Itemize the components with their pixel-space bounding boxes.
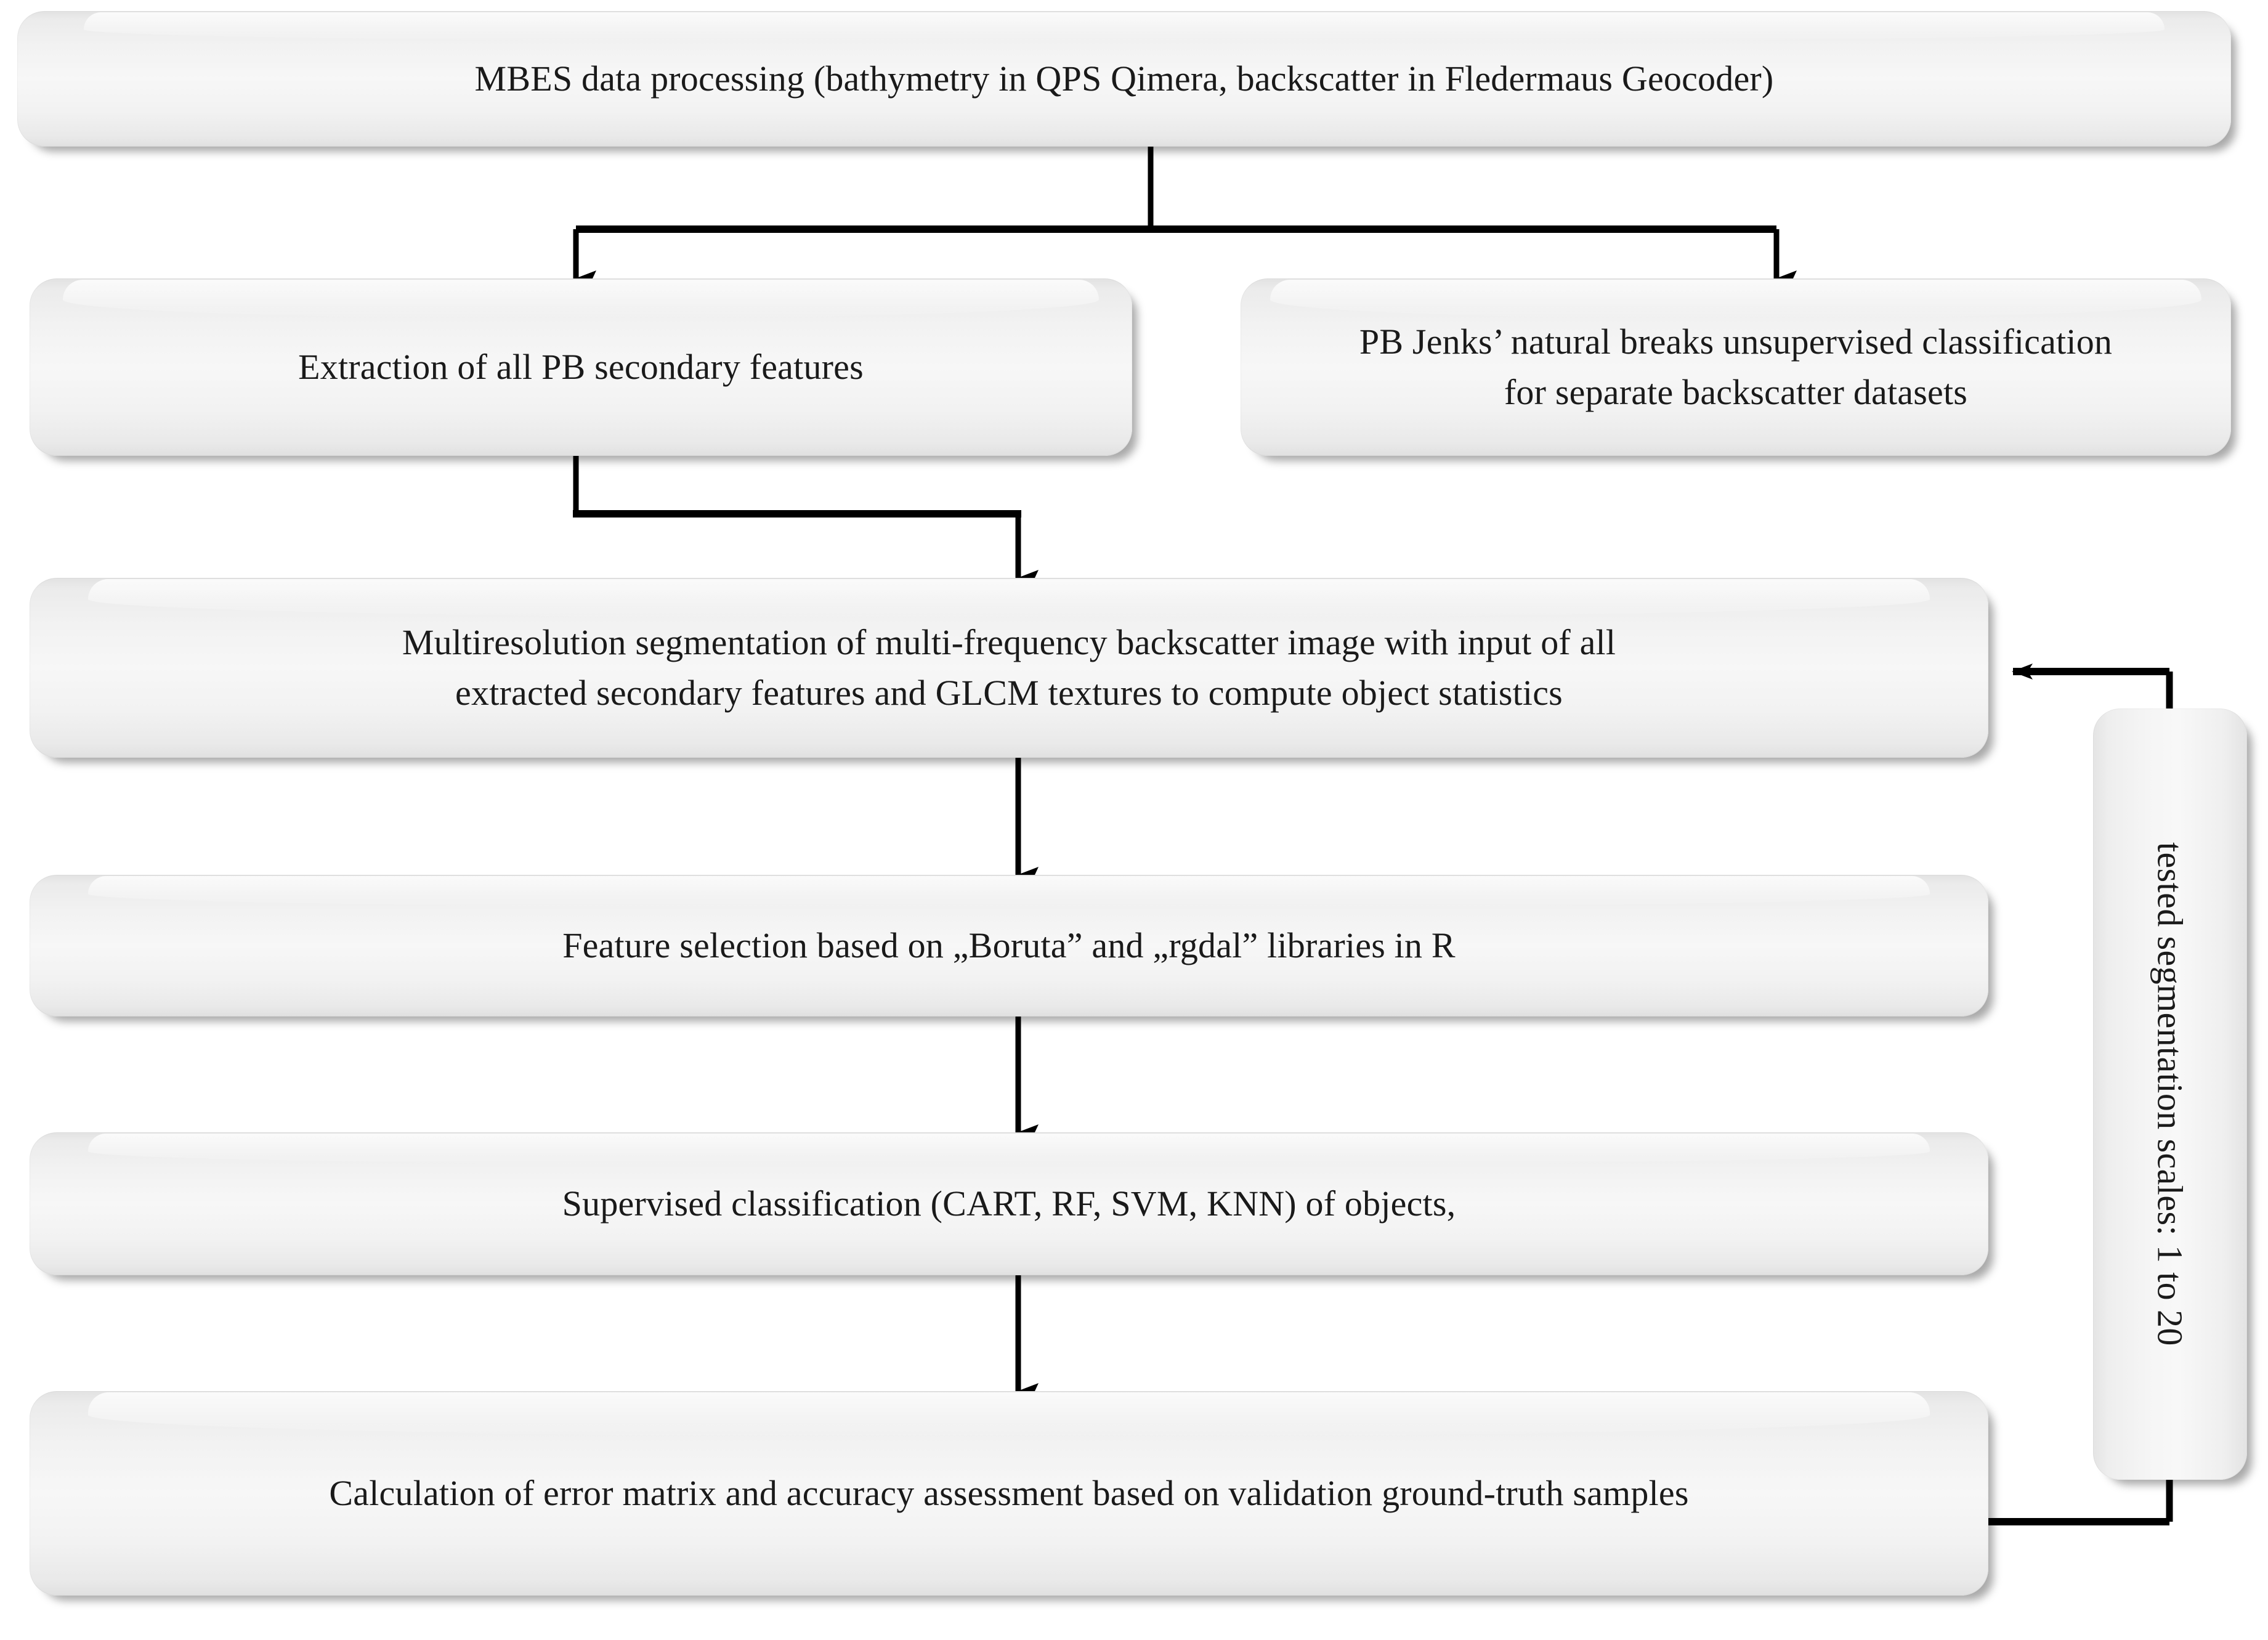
edge-scales-segment: [2012, 664, 2173, 708]
node-supervised-classification[interactable]: Supervised classification (CART, RF, SVM…: [30, 1132, 1988, 1275]
node-label: Supervised classification (CART, RF, SVM…: [562, 1183, 1456, 1224]
node-label: PB Jenks’ natural breaks unsupervised cl…: [1359, 321, 2113, 412]
node-feature-selection[interactable]: Feature selection based on „Boruta” and …: [30, 875, 1988, 1017]
node-extraction-pb-features[interactable]: Extraction of all PB secondary features: [30, 278, 1132, 456]
node-label: Extraction of all PB secondary features: [298, 346, 864, 387]
node-label: Calculation of error matrix and accuracy…: [329, 1472, 1689, 1513]
edge-extract-segment: [573, 456, 1039, 586]
node-tested-scales[interactable]: tested segmentation scales: 1 to 20: [2093, 708, 2247, 1480]
node-label: MBES data processing (bathymetry in QPS …: [474, 58, 1774, 99]
node-accuracy-assessment[interactable]: Calculation of error matrix and accuracy…: [30, 1391, 1988, 1596]
edge-acc-scales: [1987, 1479, 2173, 1525]
node-multiresolution-segmentation[interactable]: Multiresolution segmentation of multi-fr…: [30, 578, 1988, 758]
node-label: Feature selection based on „Boruta” and …: [562, 925, 1456, 965]
node-label: tested segmentation scales: 1 to 20: [2150, 842, 2190, 1346]
node-jenks-classification[interactable]: PB Jenks’ natural breaks unsupervised cl…: [1241, 278, 2231, 456]
edge-mbes-split: [573, 147, 1776, 286]
node-label: Multiresolution segmentation of multi-fr…: [402, 622, 1616, 713]
node-mbes-processing[interactable]: MBES data processing (bathymetry in QPS …: [17, 11, 2231, 147]
